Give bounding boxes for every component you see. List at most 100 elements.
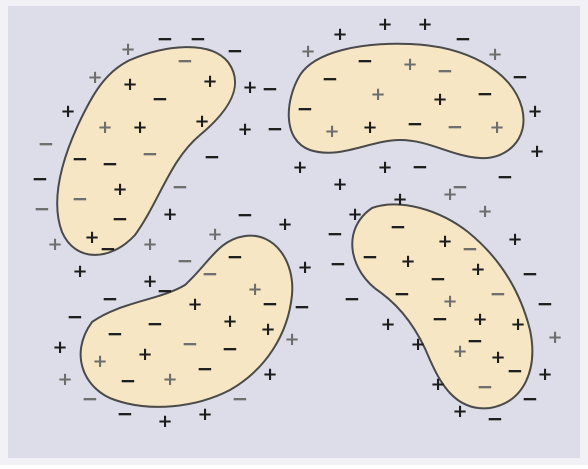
minus-charge-icon: − — [82, 387, 99, 411]
minus-charge-icon: − — [222, 337, 239, 361]
plus-charge-icon: + — [197, 404, 212, 425]
minus-charge-icon: − — [267, 117, 284, 141]
plus-charge-icon: + — [112, 179, 127, 200]
minus-charge-icon: − — [157, 279, 174, 303]
minus-charge-icon: − — [537, 292, 554, 316]
minus-charge-icon: − — [120, 369, 137, 393]
plus-charge-icon: + — [284, 329, 299, 350]
plus-charge-icon: + — [122, 74, 137, 95]
minus-charge-icon: − — [72, 187, 89, 211]
plus-charge-icon: + — [300, 41, 315, 62]
minus-charge-icon: − — [262, 77, 279, 101]
plus-charge-icon: + — [292, 157, 307, 178]
minus-charge-icon: − — [390, 215, 407, 239]
plus-charge-icon: + — [392, 189, 407, 210]
plus-charge-icon: + — [489, 117, 504, 138]
plus-charge-icon: + — [277, 214, 292, 235]
minus-charge-icon: − — [227, 245, 244, 269]
minus-charge-icon: − — [462, 237, 479, 261]
plus-charge-icon: + — [72, 261, 87, 282]
plus-charge-icon: + — [402, 54, 417, 75]
plus-charge-icon: + — [57, 369, 72, 390]
plus-charge-icon: + — [222, 311, 237, 332]
plus-charge-icon: + — [332, 24, 347, 45]
plus-charge-icon: + — [84, 227, 99, 248]
plus-charge-icon: + — [237, 119, 252, 140]
minus-charge-icon: − — [102, 287, 119, 311]
minus-charge-icon: − — [477, 82, 494, 106]
minus-charge-icon: − — [107, 322, 124, 346]
plus-charge-icon: + — [437, 231, 452, 252]
plus-charge-icon: + — [332, 174, 347, 195]
minus-charge-icon: − — [117, 402, 134, 426]
minus-charge-icon: − — [34, 197, 51, 221]
plus-charge-icon: + — [370, 84, 385, 105]
minus-charge-icon: − — [297, 97, 314, 121]
minus-charge-icon: − — [227, 39, 244, 63]
minus-charge-icon: − — [497, 165, 514, 189]
minus-charge-icon: − — [38, 132, 55, 156]
minus-charge-icon: − — [72, 147, 89, 171]
plus-charge-icon: + — [537, 364, 552, 385]
minus-charge-icon: − — [357, 49, 374, 73]
minus-charge-icon: − — [204, 145, 221, 169]
plus-charge-icon: + — [97, 117, 112, 138]
minus-charge-icon: − — [32, 167, 49, 191]
minus-charge-icon: − — [522, 387, 539, 411]
minus-charge-icon: − — [177, 49, 194, 73]
minus-charge-icon: − — [432, 307, 449, 331]
plus-charge-icon: + — [137, 344, 152, 365]
plus-charge-icon: + — [529, 141, 544, 162]
plus-charge-icon: + — [507, 229, 522, 250]
minus-charge-icon: − — [147, 312, 164, 336]
minus-charge-icon: − — [294, 295, 311, 319]
plus-charge-icon: + — [477, 201, 492, 222]
minus-charge-icon: − — [330, 252, 347, 276]
plus-charge-icon: + — [430, 374, 445, 395]
plus-charge-icon: + — [377, 14, 392, 35]
minus-charge-icon: − — [100, 237, 117, 261]
plus-charge-icon: + — [207, 224, 222, 245]
plus-charge-icon: + — [452, 401, 467, 422]
minus-charge-icon: − — [362, 245, 379, 269]
plus-charge-icon: + — [87, 67, 102, 88]
minus-charge-icon: − — [197, 357, 214, 381]
minus-charge-icon: − — [142, 142, 159, 166]
minus-charge-icon: − — [477, 375, 494, 399]
plus-charge-icon: + — [162, 369, 177, 390]
minus-charge-icon: − — [447, 115, 464, 139]
minus-charge-icon: − — [394, 282, 411, 306]
plus-charge-icon: + — [187, 294, 202, 315]
minus-charge-icon: − — [237, 203, 254, 227]
minus-charge-icon: − — [102, 152, 119, 176]
plus-charge-icon: + — [510, 314, 525, 335]
plus-charge-icon: + — [297, 257, 312, 278]
plus-charge-icon: + — [432, 89, 447, 110]
minus-charge-icon: − — [177, 249, 194, 273]
plus-charge-icon: + — [442, 184, 457, 205]
plus-charge-icon: + — [52, 337, 67, 358]
plus-charge-icon: + — [490, 347, 505, 368]
plus-charge-icon: + — [417, 14, 432, 35]
minus-charge-icon: − — [172, 175, 189, 199]
plus-charge-icon: + — [242, 77, 257, 98]
plus-charge-icon: + — [410, 334, 425, 355]
plus-charge-icon: + — [142, 271, 157, 292]
plus-charge-icon: + — [472, 309, 487, 330]
plus-charge-icon: + — [377, 157, 392, 178]
minus-charge-icon: − — [67, 305, 84, 329]
plus-charge-icon: + — [142, 234, 157, 255]
minus-charge-icon: − — [430, 267, 447, 291]
plus-charge-icon: + — [470, 259, 485, 280]
minus-charge-icon: − — [412, 155, 429, 179]
minus-charge-icon: − — [112, 207, 129, 231]
plus-charge-icon: + — [194, 111, 209, 132]
plus-charge-icon: + — [324, 121, 339, 142]
plus-charge-icon: + — [92, 351, 107, 372]
minus-charge-icon: − — [262, 292, 279, 316]
minus-charge-icon: − — [407, 112, 424, 136]
plus-charge-icon: + — [547, 327, 562, 348]
plus-charge-icon: + — [247, 279, 262, 300]
minus-charge-icon: − — [327, 222, 344, 246]
